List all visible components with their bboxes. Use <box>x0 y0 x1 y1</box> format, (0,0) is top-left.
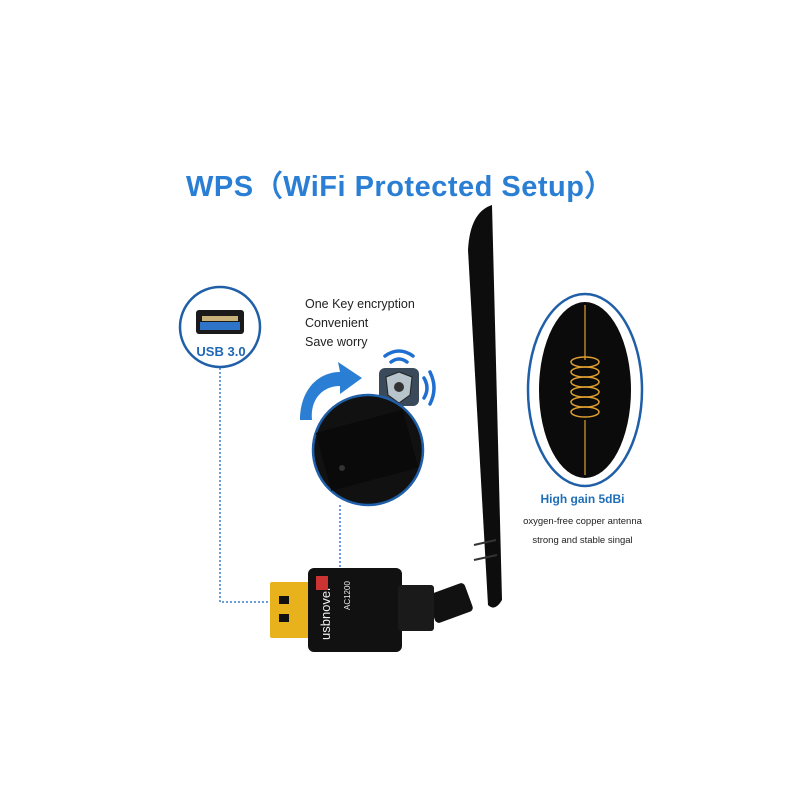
wps-button-closeup <box>311 393 425 507</box>
usb-port-icon <box>178 285 262 369</box>
antenna-line: strong and stable singal <box>532 535 633 546</box>
arrow-icon <box>300 362 362 420</box>
antenna <box>427 205 502 623</box>
antenna-heading: High gain 5dBi <box>540 492 625 506</box>
wps-shield-icon <box>379 368 419 406</box>
page-title: WPS（WiFi Protected Setup） <box>186 171 614 203</box>
feature-item: Save worry <box>305 335 368 349</box>
antenna-info: High gain 5dBi oxygen-free copper antenn… <box>500 492 665 550</box>
model-label: AC1200 <box>343 581 352 610</box>
brand-label: usbnovel <box>318 588 333 640</box>
usb-dongle: usbnovel AC1200 <box>270 568 434 652</box>
wifi-signal-icon <box>383 349 436 406</box>
usb-guide-line <box>219 368 272 603</box>
usb-label: USB 3.0 <box>196 344 246 359</box>
feature-item: Convenient <box>305 316 369 330</box>
antenna-line: oxygen-free copper antenna <box>523 516 642 527</box>
antenna-coil-closeup <box>526 292 644 488</box>
wps-features: One Key encryption Convenient Save worry <box>305 295 415 352</box>
feature-item: One Key encryption <box>305 297 415 311</box>
